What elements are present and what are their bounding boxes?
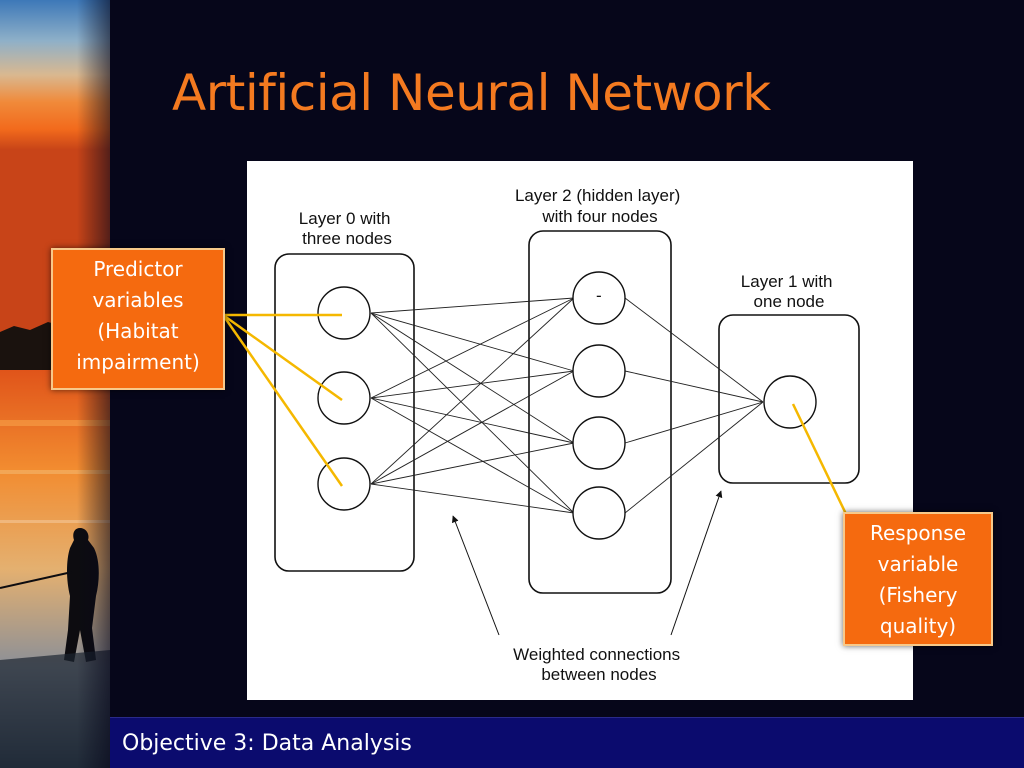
layer-0-nodes [317,286,371,511]
layer-1-label: Layer 1 with one node [741,272,837,311]
sunset-fisherman-image [0,0,110,768]
layer-2-label: Layer 2 (hidden layer) with four nodes [515,186,685,226]
hidden-node [572,344,626,398]
layer-2-nodes [572,271,626,540]
input-node [317,457,371,511]
hidden-node [572,271,626,325]
layer-2-box [528,230,672,594]
network-svg: - Layer 0 with three nodes Layer 2 (hidd… [274,186,860,684]
response-variable-callout: Response variable (Fishery quality) [843,512,993,646]
hidden-node-mark: - [596,286,602,305]
layer-0-label: Layer 0 with three nodes [299,209,395,248]
input-node [317,371,371,425]
neural-network-diagram: - Layer 0 with three nodes Layer 2 (hidd… [247,161,913,700]
footer-text: Objective 3: Data Analysis [122,731,412,756]
hidden-node [572,416,626,470]
connections-label: Weighted connections between nodes [513,645,685,684]
layer-1-box [718,314,860,484]
input-node [317,286,371,340]
predictor-variables-callout: Predictor variables (Habitat impairment) [51,248,225,390]
slide-title: Artificial Neural Network [172,64,771,122]
output-node [763,375,817,429]
hidden-node [572,486,626,540]
weighted-connections [370,297,764,514]
footer-bar: Objective 3: Data Analysis [110,717,1024,768]
connections-arrow-left [452,515,500,636]
connections-arrow-right [670,490,723,636]
